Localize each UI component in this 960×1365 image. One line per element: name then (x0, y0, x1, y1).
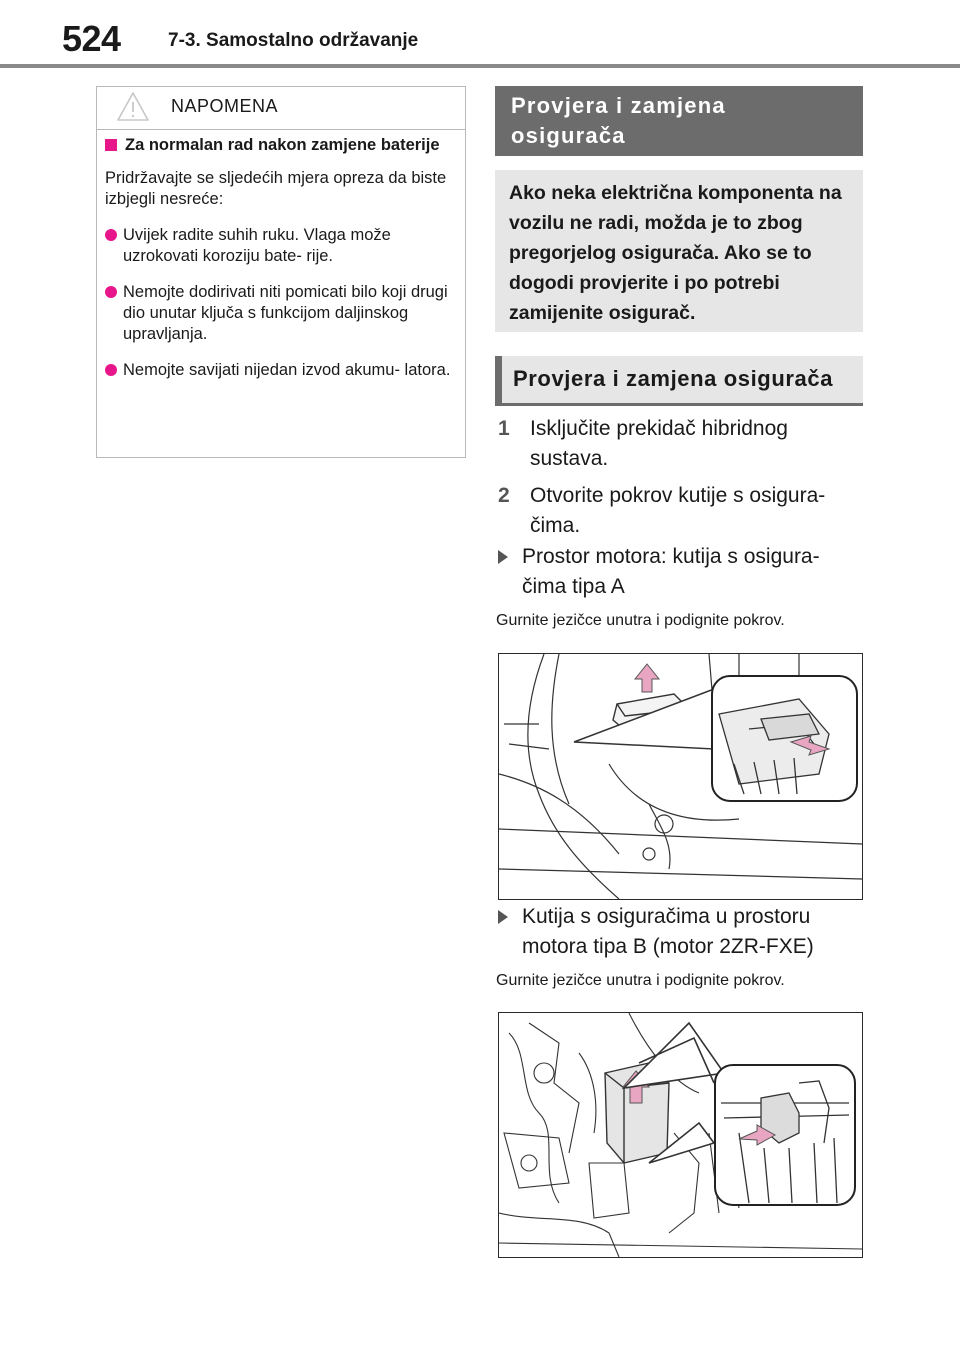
round-bullet-icon (105, 229, 117, 241)
fuse-box-a-illustration (498, 653, 863, 900)
notice-box: NAPOMENA Za normalan rad nakon zamjene b… (96, 86, 466, 458)
step-text: Otvorite pokrov kutije s osigura- čima. (530, 484, 826, 537)
section-title: 7-3. Samostalno održavanje (168, 30, 419, 51)
round-bullet-icon (105, 364, 117, 376)
caption: Gurnite jezičce unutra i podignite pokro… (496, 612, 785, 629)
main-title-banner: Provjera i zamjena osigurača (495, 86, 863, 156)
main-title: Provjera i zamjena osigurača (511, 93, 726, 148)
arrow-bullet-icon (498, 550, 508, 564)
notice-heading: Za normalan rad nakon zamjene baterije (105, 135, 455, 156)
engine-bay-b-drawing (499, 1013, 862, 1257)
intro-text: Ako neka električna komponenta na vozilu… (509, 182, 842, 324)
square-bullet-icon (105, 139, 117, 151)
notice-bullet-text: Uvijek radite suhih ruku. Vlaga može uzr… (123, 226, 391, 265)
notice-header: NAPOMENA (97, 87, 465, 130)
fuse-box-b-illustration (498, 1012, 863, 1258)
item-text: Prostor motora: kutija s osigura- čima t… (522, 545, 820, 598)
subheading-underline (502, 403, 863, 406)
arrow-bullet-icon (498, 910, 508, 924)
intro-panel: Ako neka električna komponenta na vozilu… (495, 170, 863, 332)
notice-bullet: Nemojte dodirivati niti pomicati bilo ko… (105, 282, 455, 345)
notice-body: Za normalan rad nakon zamjene baterije P… (105, 135, 455, 381)
subheading-text: Provjera i zamjena osigurača (513, 366, 834, 391)
step-number: 1 (498, 417, 510, 440)
notice-bullet-text: Nemojte savijati nijedan izvod akumu- la… (123, 361, 451, 379)
notice-title: NAPOMENA (171, 96, 279, 116)
notice-bullet: Nemojte savijati nijedan izvod akumu- la… (105, 360, 455, 381)
page-number: 524 (62, 18, 121, 59)
step-number: 2 (498, 484, 510, 507)
notice-bullet-text: Nemojte dodirivati niti pomicati bilo ko… (123, 283, 448, 343)
round-bullet-icon (105, 286, 117, 298)
notice-heading-text: Za normalan rad nakon zamjene baterije (125, 136, 440, 154)
caption: Gurnite jezičce unutra i podignite pokro… (496, 972, 785, 989)
notice-bullet: Uvijek radite suhih ruku. Vlaga može uzr… (105, 225, 455, 267)
header-divider (0, 64, 960, 68)
item-text: Kutija s osiguračima u prostoru motora t… (522, 905, 814, 958)
subheading-bar (495, 356, 502, 406)
notice-intro: Pridržavajte se sljedećih mjera opreza d… (105, 169, 447, 208)
subheading-fill (502, 356, 863, 403)
subheading: Provjera i zamjena osigurača (495, 356, 863, 406)
engine-bay-a-drawing (499, 654, 862, 899)
warning-icon (117, 92, 149, 121)
step-text: Isključite prekidač hibridnog sustava. (530, 417, 788, 470)
